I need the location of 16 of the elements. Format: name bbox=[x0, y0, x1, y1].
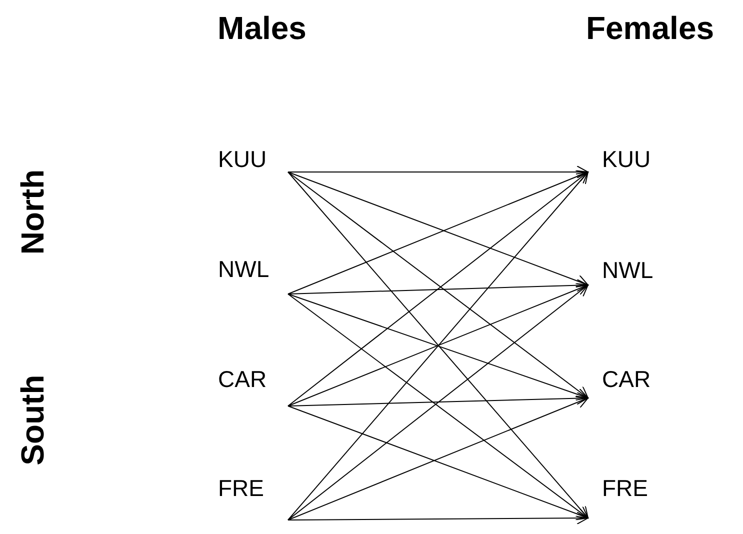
population-label: NWL bbox=[218, 256, 270, 282]
population-label: NWL bbox=[602, 257, 654, 283]
population-label: CAR bbox=[218, 366, 267, 392]
row-heading: North bbox=[14, 169, 52, 255]
column-heading: Males bbox=[218, 10, 306, 47]
arrow bbox=[288, 278, 588, 294]
arrow bbox=[288, 512, 588, 525]
row-heading: South bbox=[14, 374, 52, 466]
arrow bbox=[288, 166, 588, 178]
population-label: FRE bbox=[218, 475, 264, 501]
population-label: CAR bbox=[602, 366, 651, 392]
column-heading: Females bbox=[586, 10, 714, 47]
population-label: FRE bbox=[602, 475, 648, 501]
population-label: KUU bbox=[218, 146, 267, 172]
arrow bbox=[288, 392, 588, 406]
population-label: KUU bbox=[602, 146, 651, 172]
